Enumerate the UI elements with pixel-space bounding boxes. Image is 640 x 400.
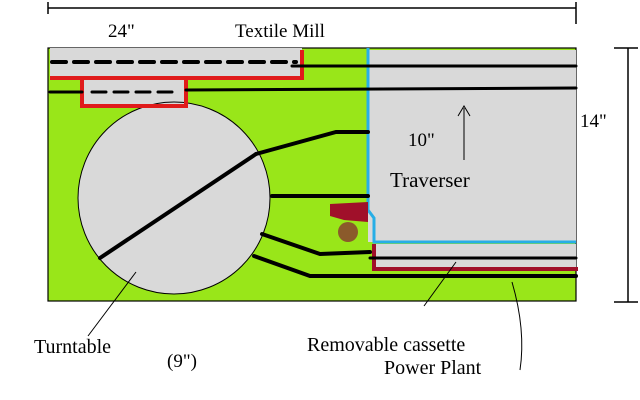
textile-mill-outline bbox=[50, 50, 304, 80]
leader-lines bbox=[87, 105, 523, 371]
turntable-bridge bbox=[98, 152, 258, 260]
textile-mill-label: Textile Mill bbox=[235, 21, 325, 42]
power-plant-label: Power Plant bbox=[384, 357, 482, 379]
radial-track-4 bbox=[252, 254, 578, 278]
dimension-lines bbox=[47, 2, 638, 303]
radial-track-1 bbox=[254, 130, 370, 156]
width-label-24: 24" bbox=[108, 21, 135, 42]
height-label-14: 14" bbox=[580, 111, 607, 132]
power-plant-leader-line bbox=[511, 281, 523, 371]
labels: 24" Textile Mill 14" 10" Traverser Turnt… bbox=[34, 21, 607, 379]
turntable-leader-line bbox=[87, 271, 137, 337]
radial-track-3 bbox=[260, 232, 372, 257]
removable-cassette-area bbox=[374, 244, 576, 268]
turntable-pit bbox=[77, 101, 271, 295]
operator-position-marker bbox=[338, 222, 358, 242]
turntable-label: Turntable bbox=[34, 336, 111, 358]
traverser-label: Traverser bbox=[390, 168, 470, 192]
traverser-area bbox=[368, 50, 576, 242]
tracks bbox=[48, 60, 578, 278]
removable-cassette-label: Removable cassette bbox=[307, 334, 465, 356]
siding-track-right bbox=[184, 86, 578, 92]
power-plant-outline bbox=[372, 244, 578, 271]
traverser-outline bbox=[366, 48, 576, 244]
turntable-diameter-label: (9") bbox=[167, 351, 197, 372]
cassette-leader-line bbox=[423, 261, 457, 307]
traverser-leader-arrow bbox=[457, 105, 471, 117]
traverser-width-label: 10" bbox=[408, 130, 435, 151]
power-plant-building bbox=[330, 202, 368, 222]
